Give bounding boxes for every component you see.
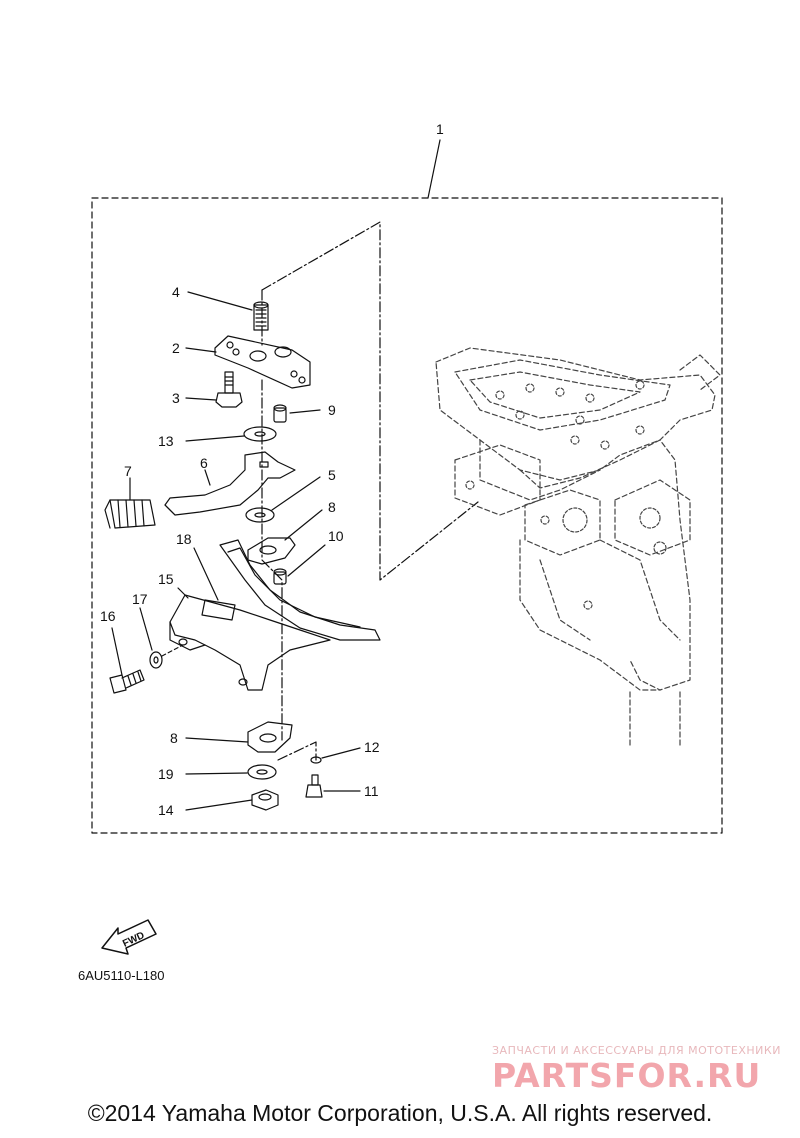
callout-label: 16 [100,608,116,624]
leader-line [139,607,153,651]
leader-line [427,139,441,199]
callout-label: 18 [176,531,192,547]
callout-label: 19 [158,766,174,782]
leader-line [185,799,253,811]
part-washer-5 [245,507,275,523]
callout-label: 10 [328,528,344,544]
part-grommet-8-upper [247,537,296,565]
fwd-label: FWD [121,930,146,950]
part-grommet-8-lower [247,721,293,753]
part-collar-9 [273,404,287,423]
callout-label: 11 [364,783,379,799]
reference-line [161,644,184,657]
reference-line [261,379,283,741]
part-bolt-3 [215,371,243,408]
leader-line [185,772,248,775]
callout-label: 15 [158,571,174,587]
callout-label: 5 [328,467,336,483]
reference-line [277,741,317,761]
part-nut-14 [251,789,279,811]
leader-line [193,547,219,601]
diagram-code: 6AU5110-L180 [78,968,165,983]
leader-line [289,409,321,414]
part-washer-19 [247,764,277,780]
callout-label: 13 [158,433,174,449]
leader-line [187,291,253,311]
callout-label: 6 [200,455,208,471]
callout-label: 12 [364,739,380,755]
part-lever-6 [164,451,296,516]
leader-line [321,747,361,759]
callout-label: 1 [436,121,444,137]
part-bolt-16 [109,669,145,694]
leader-line [177,587,189,599]
callout-label: 14 [158,802,174,818]
swivel-bracket-holes [465,380,667,610]
part-plate-2 [214,335,311,389]
leader-line [185,737,249,743]
part-collar-12 [310,756,322,764]
callout-label: 8 [170,730,178,746]
part-strap-18 [219,539,381,641]
part-washer-17 [149,651,163,669]
fwd-arrow-icon [101,919,157,955]
leader-line [204,469,211,486]
leader-line [287,544,326,577]
part-bolt-4 [253,301,269,331]
swivel-bracket-outline [435,347,721,746]
callout-label: 17 [132,591,148,607]
callout-label: 2 [172,340,180,356]
leader-line [111,627,123,676]
watermark-tagline: ЗАПЧАСТИ И АКСЕССУАРЫ ДЛЯ МОТОТЕХНИКИ [492,1044,781,1057]
part-washer-13 [243,426,277,442]
callout-label: 4 [172,284,180,300]
leader-line [185,435,245,442]
reference-line [261,221,479,581]
copyright-notice: ©2014 Yamaha Motor Corporation, U.S.A. A… [87,1100,713,1126]
part-collar-10 [273,568,287,585]
part-grip-7 [104,499,156,529]
leader-line [185,347,217,353]
callout-label: 7 [124,463,132,479]
leader-line [284,509,323,541]
callout-label: 3 [172,390,180,406]
part-bolt-11 [305,774,323,798]
part-bracket-15 [169,594,331,691]
callout-label: 9 [328,402,336,418]
leader-line [185,397,217,401]
assembly-boundary [91,197,723,834]
leader-line [271,476,321,511]
callout-label: 8 [328,499,336,515]
watermark-logo: PARTSFOR.RU [492,1056,762,1095]
